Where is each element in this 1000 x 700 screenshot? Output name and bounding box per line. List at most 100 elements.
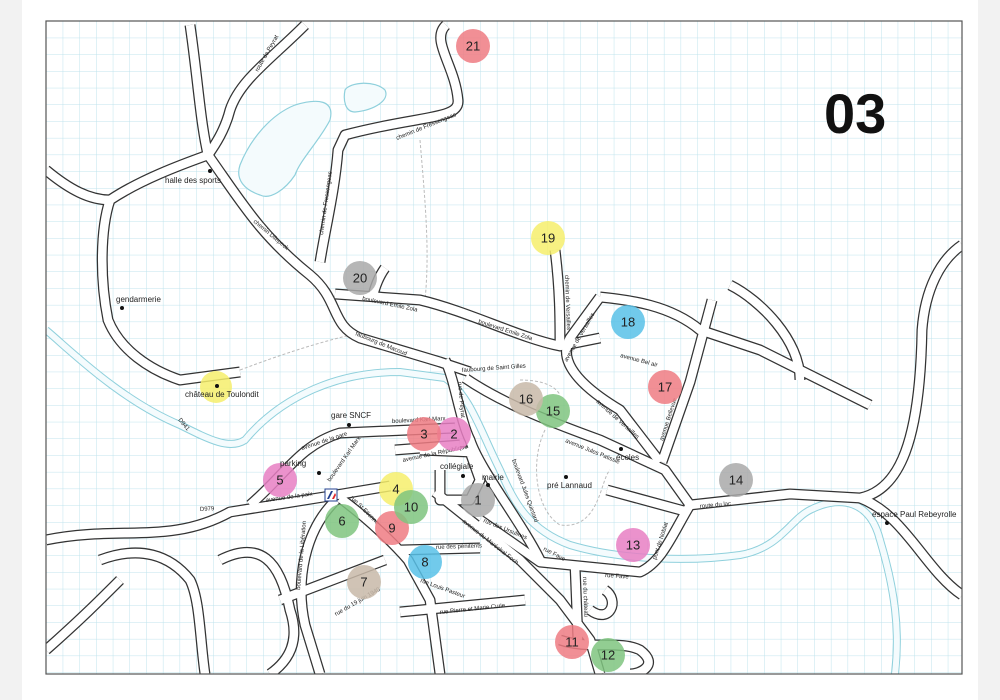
- road: [185, 24, 213, 156]
- marker-number[interactable]: 6: [338, 514, 345, 529]
- marker-number[interactable]: 14: [729, 473, 743, 488]
- marker-number[interactable]: 20: [353, 271, 367, 286]
- road: [98, 548, 210, 674]
- marker-21[interactable]: [456, 29, 490, 63]
- road: [204, 152, 472, 377]
- road: [657, 298, 717, 464]
- road: [46, 166, 111, 205]
- road: [247, 423, 456, 509]
- place-label: halle des sports: [165, 176, 221, 185]
- place-pre-lannaud: pré Lannaud: [547, 475, 592, 490]
- road: [334, 289, 601, 351]
- road: [204, 21, 309, 158]
- marker-number[interactable]: 21: [466, 39, 480, 54]
- place-halle: halle des sports: [165, 169, 221, 185]
- street-label: rue de Peyrat: [456, 382, 465, 419]
- marker-3[interactable]: [407, 417, 441, 451]
- street-label: D979: [200, 506, 215, 513]
- road: [367, 265, 389, 301]
- marker-number[interactable]: 19: [541, 231, 555, 246]
- marker-number[interactable]: 17: [658, 380, 672, 395]
- street-label: boulevard de la Libération: [296, 521, 308, 590]
- place-label: château de Toulondit: [185, 390, 259, 399]
- map-frame: [45, 20, 963, 675]
- marker-number[interactable]: 13: [626, 538, 640, 553]
- street-label: chemin de Versailles: [563, 275, 571, 330]
- place-label: espace Paul Rebeyrolle: [872, 510, 957, 519]
- page-number: 03: [824, 82, 886, 145]
- marker-2[interactable]: [437, 417, 471, 451]
- page-margin-right: [978, 0, 1000, 700]
- marker-number[interactable]: 12: [601, 648, 615, 663]
- place-label: écoles: [616, 453, 639, 462]
- place-label: collégiale: [440, 462, 474, 471]
- marker-14[interactable]: [719, 463, 753, 497]
- lakes: [238, 82, 387, 197]
- marker-13[interactable]: [616, 528, 650, 562]
- marker-number[interactable]: 7: [360, 575, 367, 590]
- marker-5[interactable]: [263, 463, 297, 497]
- road: [46, 576, 124, 654]
- marker-6[interactable]: [325, 504, 359, 538]
- marker-number[interactable]: 10: [404, 500, 418, 515]
- marker-19[interactable]: [531, 221, 565, 255]
- marker-discs: [200, 29, 753, 672]
- marker-number[interactable]: 1: [474, 493, 481, 508]
- road: [46, 481, 391, 545]
- street-label: rue Fave: [605, 573, 630, 581]
- marker-11[interactable]: [555, 625, 589, 659]
- road: [728, 281, 805, 381]
- street-label: faubourg de Saint Gilles: [462, 364, 526, 374]
- place-label: mairie: [482, 473, 504, 482]
- marker-7[interactable]: [347, 565, 381, 599]
- page-margin-left: [0, 0, 22, 700]
- marker-number[interactable]: 15: [546, 404, 560, 419]
- marker-15[interactable]: [536, 394, 570, 428]
- marker-number[interactable]: 8: [421, 555, 428, 570]
- marker-12[interactable]: [591, 638, 625, 672]
- place-label: gare SNCF: [331, 411, 371, 420]
- road: [858, 494, 962, 599]
- marker-10[interactable]: [394, 490, 428, 524]
- places: halle des sports gendarmerie château de …: [116, 169, 957, 525]
- marker-1[interactable]: [461, 483, 495, 517]
- place-mairie: mairie: [482, 473, 504, 487]
- place-chateau: château de Toulondit: [185, 384, 259, 399]
- marker-number[interactable]: 3: [420, 427, 427, 442]
- place-label: parking: [280, 459, 306, 468]
- place-espace-rebeyrolle: espace Paul Rebeyrolle: [872, 510, 957, 525]
- road: [399, 595, 526, 617]
- footpaths: [239, 139, 611, 526]
- road: [477, 502, 694, 577]
- marker-8[interactable]: [408, 545, 442, 579]
- marker-number[interactable]: 11: [565, 635, 579, 650]
- marker-number[interactable]: 2: [450, 427, 457, 442]
- road: [550, 249, 565, 347]
- street-label: route du lac: [700, 501, 732, 510]
- street-label: rue des pénitents: [436, 543, 482, 551]
- marker-17[interactable]: [648, 370, 682, 404]
- marker-16[interactable]: [509, 382, 543, 416]
- place-parking: parking: [280, 459, 321, 475]
- place-gendarmerie: gendarmerie: [116, 295, 161, 310]
- street-label: rue du château: [581, 577, 588, 617]
- place-collegiale: collégiale: [440, 462, 474, 478]
- road: [605, 485, 690, 517]
- road: [98, 150, 241, 385]
- place-label: gendarmerie: [116, 295, 161, 304]
- place-ecoles: écoles: [616, 447, 639, 462]
- marker-20[interactable]: [343, 261, 377, 295]
- river: [46, 326, 901, 674]
- marker-number[interactable]: 4: [392, 482, 399, 497]
- place-gare: gare SNCF: [331, 411, 371, 427]
- marker-18[interactable]: [611, 305, 645, 339]
- marker-number[interactable]: 16: [519, 392, 533, 407]
- road: [441, 358, 544, 562]
- road: [315, 21, 463, 263]
- marker-number[interactable]: 18: [621, 315, 635, 330]
- road: [562, 294, 664, 465]
- marker-number[interactable]: 9: [388, 521, 395, 536]
- marker-number[interactable]: 5: [276, 473, 283, 488]
